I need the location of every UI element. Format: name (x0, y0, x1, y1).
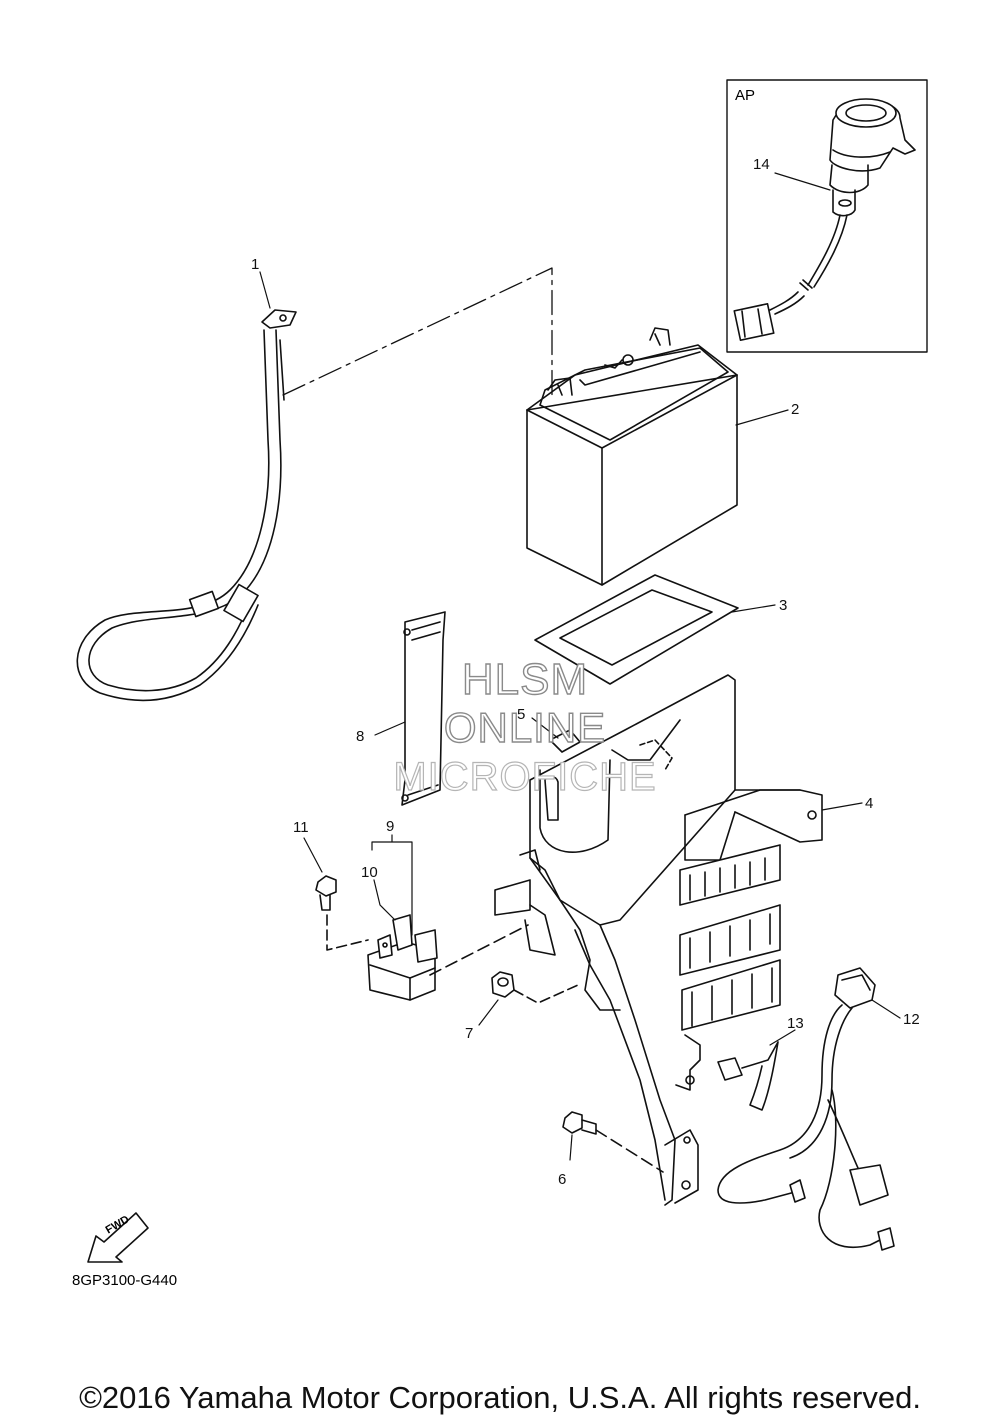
watermark-line-1: HLSM (461, 654, 589, 704)
part-6-bolt (562, 1111, 597, 1135)
callout-13: 13 (787, 1015, 804, 1032)
callout-10: 10 (361, 864, 378, 881)
part-4-bracket (494, 674, 823, 1206)
callout-3: 3 (779, 597, 788, 614)
inset-label: AP (735, 87, 756, 104)
drawing-code: 8GP3100-G440 (72, 1272, 178, 1289)
callout-7: 7 (465, 1025, 474, 1042)
watermark-line-3: MICROFICHE (393, 754, 657, 799)
part-12-harness (717, 967, 895, 1251)
callout-8: 8 (356, 728, 365, 745)
watermark-line-2: ONLINE (443, 703, 607, 751)
leader-dashed-7 (513, 984, 579, 1004)
callout-4: 4 (865, 795, 874, 812)
callout-1: 1 (251, 256, 260, 273)
part-9-relay (367, 914, 438, 1001)
part-2-battery (526, 327, 738, 586)
callout-11: 11 (293, 819, 309, 836)
callout-14: 14 (753, 156, 770, 173)
part-11-bolt (315, 875, 337, 911)
part-8-strap (401, 611, 446, 806)
part-1-wire-lead (76, 309, 297, 702)
callout-9: 9 (386, 818, 395, 835)
leader-dashed-9-4 (429, 924, 529, 976)
callout-5: 5 (517, 706, 526, 723)
part-13-clamp (717, 1041, 779, 1111)
leader-dashed-6 (595, 1129, 664, 1173)
part-3-pad (534, 574, 739, 685)
leader-dashed-1-2 (282, 267, 553, 396)
leader-lines (259, 172, 901, 1161)
part-14-socket (733, 98, 916, 342)
callout-12: 12 (903, 1011, 920, 1028)
part-7-nut (491, 971, 515, 998)
inset-frame (726, 79, 928, 353)
fwd-arrow-icon (87, 1212, 149, 1263)
leader-dashed-11 (326, 914, 369, 951)
callout-2: 2 (791, 401, 800, 418)
copyright-notice: ©2016 Yamaha Motor Corporation, U.S.A. A… (79, 1380, 921, 1415)
callout-6: 6 (558, 1171, 567, 1188)
